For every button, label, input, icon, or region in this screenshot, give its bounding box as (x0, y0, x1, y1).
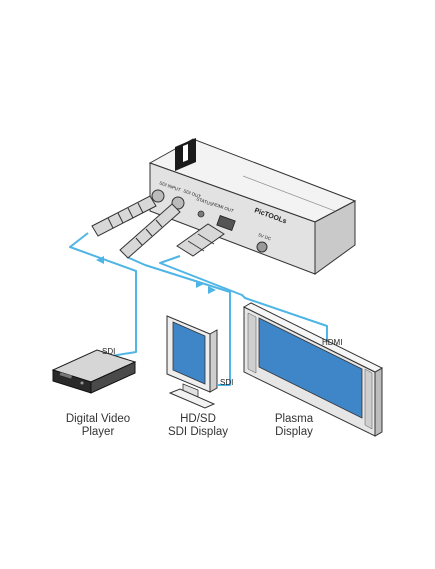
cable-label-sdi-display: SDI (220, 378, 234, 387)
arrows (96, 256, 216, 294)
sdi-input-port (151, 189, 165, 203)
plasma-caption-line2: Display (275, 426, 313, 438)
brand-logo-icon (175, 138, 196, 171)
arrow-left-icon (96, 256, 104, 264)
sdi-display-caption-line1: HD/SD (180, 413, 216, 425)
bnc-connector-output (119, 203, 181, 259)
port-label-power: 5V DC (258, 232, 273, 241)
arrow-right-icon (208, 286, 216, 294)
cable-label-sdi-player: SDI (102, 347, 116, 356)
arrow-right-icon (196, 280, 204, 288)
cable-label-hdmi: HDMI (322, 338, 343, 347)
plasma-caption: Plasma Display (262, 413, 326, 439)
bnc-connector-input (91, 195, 157, 237)
port-label-sdi-out: SDI OUT (183, 188, 202, 199)
port-label-status: STATUS (196, 196, 214, 207)
plasma-caption-line1: Plasma (274, 413, 314, 425)
sdi-display-screen (172, 321, 206, 385)
hdmi-connector (176, 223, 225, 257)
power-port (256, 241, 268, 253)
player-caption-line2: Player (81, 426, 115, 438)
cable-sdi-player (69, 232, 137, 358)
player-caption: Digital Video Player (55, 413, 141, 439)
hdmi-out-port (216, 215, 236, 231)
plasma-display (242, 302, 384, 437)
sdi-display-monitor (166, 315, 218, 409)
sdi-display-caption: HD/SD SDI Display (158, 413, 238, 439)
cable-sdi-display (126, 256, 231, 386)
plasma-screen (258, 317, 363, 419)
sdi-out-port (171, 196, 185, 210)
sdi-display-caption-line2: SDI Display (167, 426, 229, 438)
digital-video-player (51, 349, 137, 394)
player-caption-line1: Digital Video (65, 413, 131, 425)
status-led-icon (197, 210, 205, 218)
converter-box: PicTOOLs SDI INPUT SDI OUT HDMI OUT STAT… (148, 138, 357, 275)
